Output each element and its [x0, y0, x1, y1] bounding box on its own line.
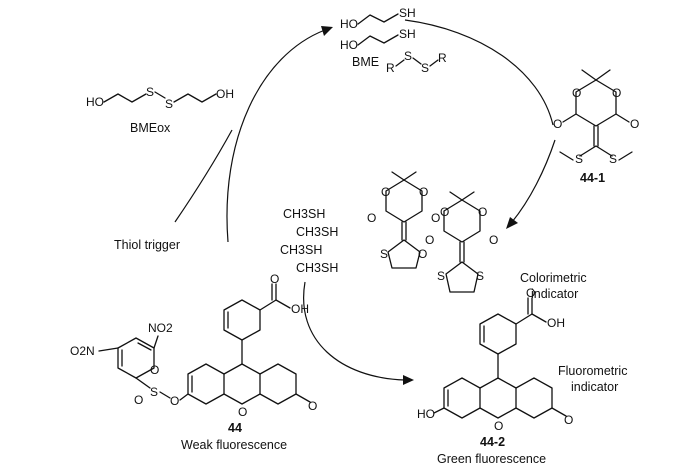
cp1-o-carb1: O	[367, 211, 376, 225]
cp1-o-carb2: O	[431, 211, 440, 225]
colorimetric-line2: indicator	[531, 287, 578, 301]
arc-44-1-to-colorimetric	[511, 139, 556, 223]
compound-44-caption: Weak fluorescence	[181, 438, 287, 452]
compound-44: O2N NO2 S O O O O O O OH 44 Weak fluores…	[70, 272, 317, 452]
fluorometric-line2: indicator	[571, 380, 618, 394]
bme2-ho: HO	[340, 38, 358, 52]
c441-o-carb2: O	[630, 117, 639, 131]
methanethiol-3: CH3SH	[280, 243, 322, 257]
c44-no2-left: O2N	[70, 344, 95, 358]
c44-no2-top: NO2	[148, 321, 173, 335]
c44-sulfonyl-s: S	[150, 385, 158, 399]
c442-xanthene-o: O	[494, 419, 503, 433]
bmeox-s1: S	[146, 85, 154, 99]
c44-keto-o: O	[308, 399, 317, 413]
colorimetric-line1: Colorimetric	[520, 271, 587, 285]
methanethiol-1: CH3SH	[283, 207, 325, 221]
cp2-o-ring2: O	[478, 205, 487, 219]
compound-44-1: O O O O S S 44-1	[553, 69, 639, 185]
cp1-o-dioxo: O	[418, 247, 427, 261]
bme-structures: HO SH HO SH BME R S S R	[340, 6, 447, 75]
cp1-o-ring2: O	[419, 185, 428, 199]
arc-bmeox-to-bme	[226, 29, 326, 243]
bmeox-structure: HO S S OH BMEox	[86, 85, 234, 135]
cp1-o-ring1: O	[381, 185, 390, 199]
colorimetric-label: Colorimetric indicator	[520, 271, 587, 301]
c44-sulfonyl-o1: O	[134, 393, 143, 407]
colorimetric-product-2: O O O O S S	[425, 191, 498, 293]
cp2-o-carb2: O	[489, 233, 498, 247]
cp2-s1: S	[437, 269, 445, 283]
c44-acid-o: O	[270, 272, 279, 286]
bme-label: BME	[352, 55, 379, 69]
thiol-trigger-group: Thiol trigger CH3SH CH3SH CH3SH CH3SH	[114, 207, 338, 275]
cycle-arrows	[174, 19, 556, 385]
rssr-r2: R	[438, 51, 447, 65]
bmeox-oh: OH	[216, 87, 234, 101]
bmeox-ho: HO	[86, 95, 104, 109]
cp2-s2: S	[476, 269, 484, 283]
compound-44-2: HO O O O OH 44-2 Green fluorescence	[417, 286, 573, 466]
c44-ester-o: O	[170, 394, 179, 408]
bmeox-label: BMEox	[130, 121, 171, 135]
arc-thiol-to-fluorometric	[303, 281, 406, 381]
compound-44-1-number: 44-1	[580, 171, 605, 185]
bmeox-s2: S	[165, 97, 173, 111]
arrow-head-bottom	[403, 375, 414, 385]
cp1-s: S	[380, 247, 388, 261]
colorimetric-product-1: O O O O S O	[367, 171, 440, 269]
bme1-ho: HO	[340, 17, 358, 31]
c441-s2: S	[609, 152, 617, 166]
methanethiol-2: CH3SH	[296, 225, 338, 239]
c441-s1: S	[575, 152, 583, 166]
compound-44-2-number: 44-2	[480, 435, 505, 449]
compound-44-2-caption: Green fluorescence	[437, 452, 546, 466]
rssr-r1: R	[386, 61, 395, 75]
c442-keto-o: O	[564, 413, 573, 427]
arrow-head-top	[321, 26, 333, 36]
arrow-head-right	[506, 217, 518, 229]
cp2-o-carb1: O	[425, 233, 434, 247]
c441-o-ring2: O	[612, 86, 621, 100]
cp2-o-ring1: O	[440, 205, 449, 219]
c442-acid-o: O	[526, 286, 535, 300]
thiol-trigger-label: Thiol trigger	[114, 238, 180, 252]
bme2-sh: SH	[399, 27, 416, 41]
arc-thiol-trigger	[174, 129, 233, 223]
c44-acid-oh: OH	[291, 302, 309, 316]
methanethiol-4: CH3SH	[296, 261, 338, 275]
fluorometric-label: Fluorometric indicator	[558, 364, 627, 394]
c44-sulfonyl-o2: O	[150, 363, 159, 377]
c441-o-ring1: O	[572, 86, 581, 100]
c442-ho: HO	[417, 407, 435, 421]
rssr-s1: S	[404, 49, 412, 63]
c44-xanthene-o: O	[238, 405, 247, 419]
c442-acid-oh: OH	[547, 316, 565, 330]
bme1-sh: SH	[399, 6, 416, 20]
compound-44-number: 44	[228, 421, 242, 435]
arc-bme-to-44-1	[404, 19, 554, 126]
fluorometric-line1: Fluorometric	[558, 364, 627, 378]
rssr-s2: S	[421, 61, 429, 75]
c441-o-carb1: O	[553, 117, 562, 131]
